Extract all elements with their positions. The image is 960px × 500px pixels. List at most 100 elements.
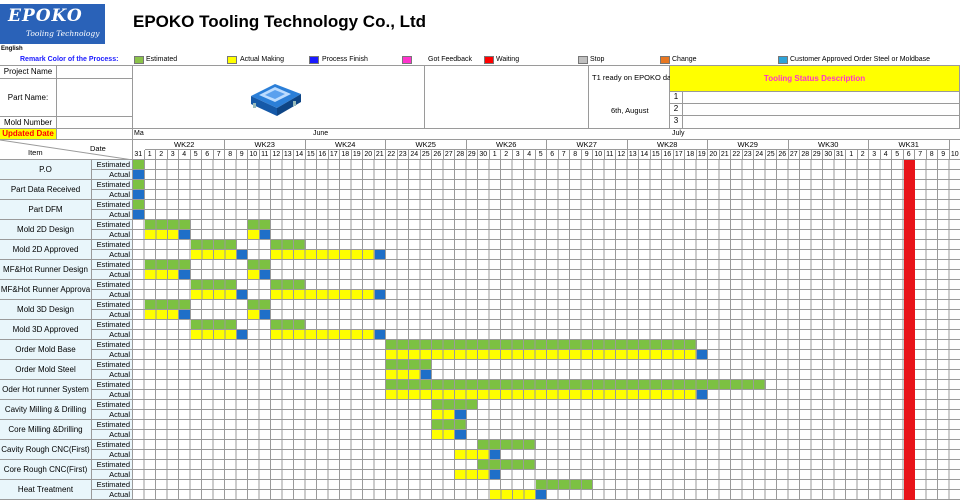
- actual-bar-yellow: [386, 390, 697, 400]
- estimated-bar-green: [478, 460, 536, 470]
- item-header: Item: [28, 148, 43, 157]
- day-number: 22: [731, 150, 743, 160]
- actual-bar-yellow: [271, 330, 375, 340]
- day-number: 20: [708, 150, 720, 160]
- actual-bar-blue: [259, 230, 271, 240]
- day-number: 14: [639, 150, 651, 160]
- updated-date-value[interactable]: [57, 129, 133, 140]
- day-number: 3: [512, 150, 524, 160]
- day-number: 24: [409, 150, 421, 160]
- estimated-label: Estimated: [92, 460, 133, 470]
- day-number: 18: [340, 150, 352, 160]
- item-name: Mold 2D Approved: [0, 240, 92, 260]
- actual-bar-yellow: [248, 270, 260, 280]
- language-label: English: [1, 46, 23, 52]
- part-name-value[interactable]: [57, 79, 133, 117]
- t1-label: T1 ready on EPOKO date: [592, 73, 678, 82]
- day-number: 5: [892, 150, 904, 160]
- day-number: 6: [202, 150, 214, 160]
- week-label: WK27: [547, 140, 628, 150]
- grid-lines: [133, 160, 960, 500]
- actual-label: Actual: [92, 350, 133, 360]
- day-number: 6: [903, 150, 915, 160]
- project-name-label: Project Name: [0, 66, 57, 79]
- actual-bar-blue: [455, 430, 467, 440]
- day-number: 6: [547, 150, 559, 160]
- estimated-label: Estimated: [92, 180, 133, 190]
- day-number: 7: [558, 150, 570, 160]
- day-number: 24: [754, 150, 766, 160]
- actual-bar-blue: [133, 170, 145, 180]
- day-number: 10: [949, 150, 960, 160]
- day-number: 18: [685, 150, 697, 160]
- actual-bar-yellow: [432, 430, 455, 440]
- day-number: 15: [650, 150, 662, 160]
- actual-bar-blue: [696, 390, 708, 400]
- day-number: 8: [570, 150, 582, 160]
- part-3d-image: [251, 84, 301, 116]
- actual-bar-yellow: [144, 230, 179, 240]
- actual-bar-yellow: [248, 230, 260, 240]
- actual-label: Actual: [92, 270, 133, 280]
- item-name: Cavity Rough CNC(First): [0, 440, 92, 460]
- actual-label: Actual: [92, 250, 133, 260]
- day-number: 4: [880, 150, 892, 160]
- estimated-bar-green: [248, 220, 271, 230]
- item-name: Mold 3D Design: [0, 300, 92, 320]
- item-name: MF&Hot Runner Approva: [0, 280, 92, 300]
- estimated-bar-green: [144, 300, 191, 310]
- day-number: 30: [478, 150, 490, 160]
- project-name-value[interactable]: [57, 66, 133, 79]
- day-number: 13: [627, 150, 639, 160]
- month-row: Ma June July: [133, 129, 960, 140]
- week-label: WK31: [869, 140, 950, 150]
- day-number: 26: [432, 150, 444, 160]
- actual-label: Actual: [92, 450, 133, 460]
- day-number: 13: [282, 150, 294, 160]
- day-number: 22: [386, 150, 398, 160]
- estimated-label: Estimated: [92, 420, 133, 430]
- actual-bar-yellow: [190, 330, 237, 340]
- actual-bar-yellow: [432, 410, 455, 420]
- legend-swatch-change: [660, 56, 670, 64]
- logo-sub-text: Tooling Technology: [26, 29, 100, 38]
- week-label: WK28: [627, 140, 708, 150]
- estimated-bar-green: [190, 320, 237, 330]
- company-logo: EPOKO Tooling Technology: [0, 4, 105, 44]
- item-name: Order Mold Steel: [0, 360, 92, 380]
- day-number: 23: [397, 150, 409, 160]
- day-number: 16: [662, 150, 674, 160]
- estimated-bar-green: [478, 440, 536, 450]
- actual-bar-blue: [236, 330, 248, 340]
- day-number: 1: [144, 150, 156, 160]
- legend-swatch-feedback: [402, 56, 412, 64]
- status-row-text[interactable]: [683, 104, 960, 116]
- estimated-label: Estimated: [92, 160, 133, 170]
- blank-info-area: [425, 66, 589, 129]
- day-number: 9: [938, 150, 950, 160]
- day-number: 10: [593, 150, 605, 160]
- actual-bar-blue: [489, 450, 501, 460]
- week-label: WK24: [305, 140, 386, 150]
- estimated-label: Estimated: [92, 300, 133, 310]
- mold-number-label: Mold Number: [0, 117, 57, 129]
- day-number: 21: [374, 150, 386, 160]
- actual-bar-blue: [236, 250, 248, 260]
- day-number: 20: [363, 150, 375, 160]
- item-name: Cavity Milling & Drilling: [0, 400, 92, 420]
- actual-label: Actual: [92, 330, 133, 340]
- status-row-text[interactable]: [683, 116, 960, 129]
- actual-label: Actual: [92, 170, 133, 180]
- status-row-num: 1: [670, 92, 683, 104]
- status-title: Tooling Status Description: [670, 66, 960, 92]
- estimated-label: Estimated: [92, 400, 133, 410]
- day-number: 12: [271, 150, 283, 160]
- actual-bar-blue: [133, 190, 145, 200]
- item-name: MF&Hot Runner Design: [0, 260, 92, 280]
- mold-number-value[interactable]: [57, 117, 133, 129]
- status-row-text[interactable]: [683, 92, 960, 104]
- actual-bar-yellow: [271, 290, 375, 300]
- day-number: 15: [305, 150, 317, 160]
